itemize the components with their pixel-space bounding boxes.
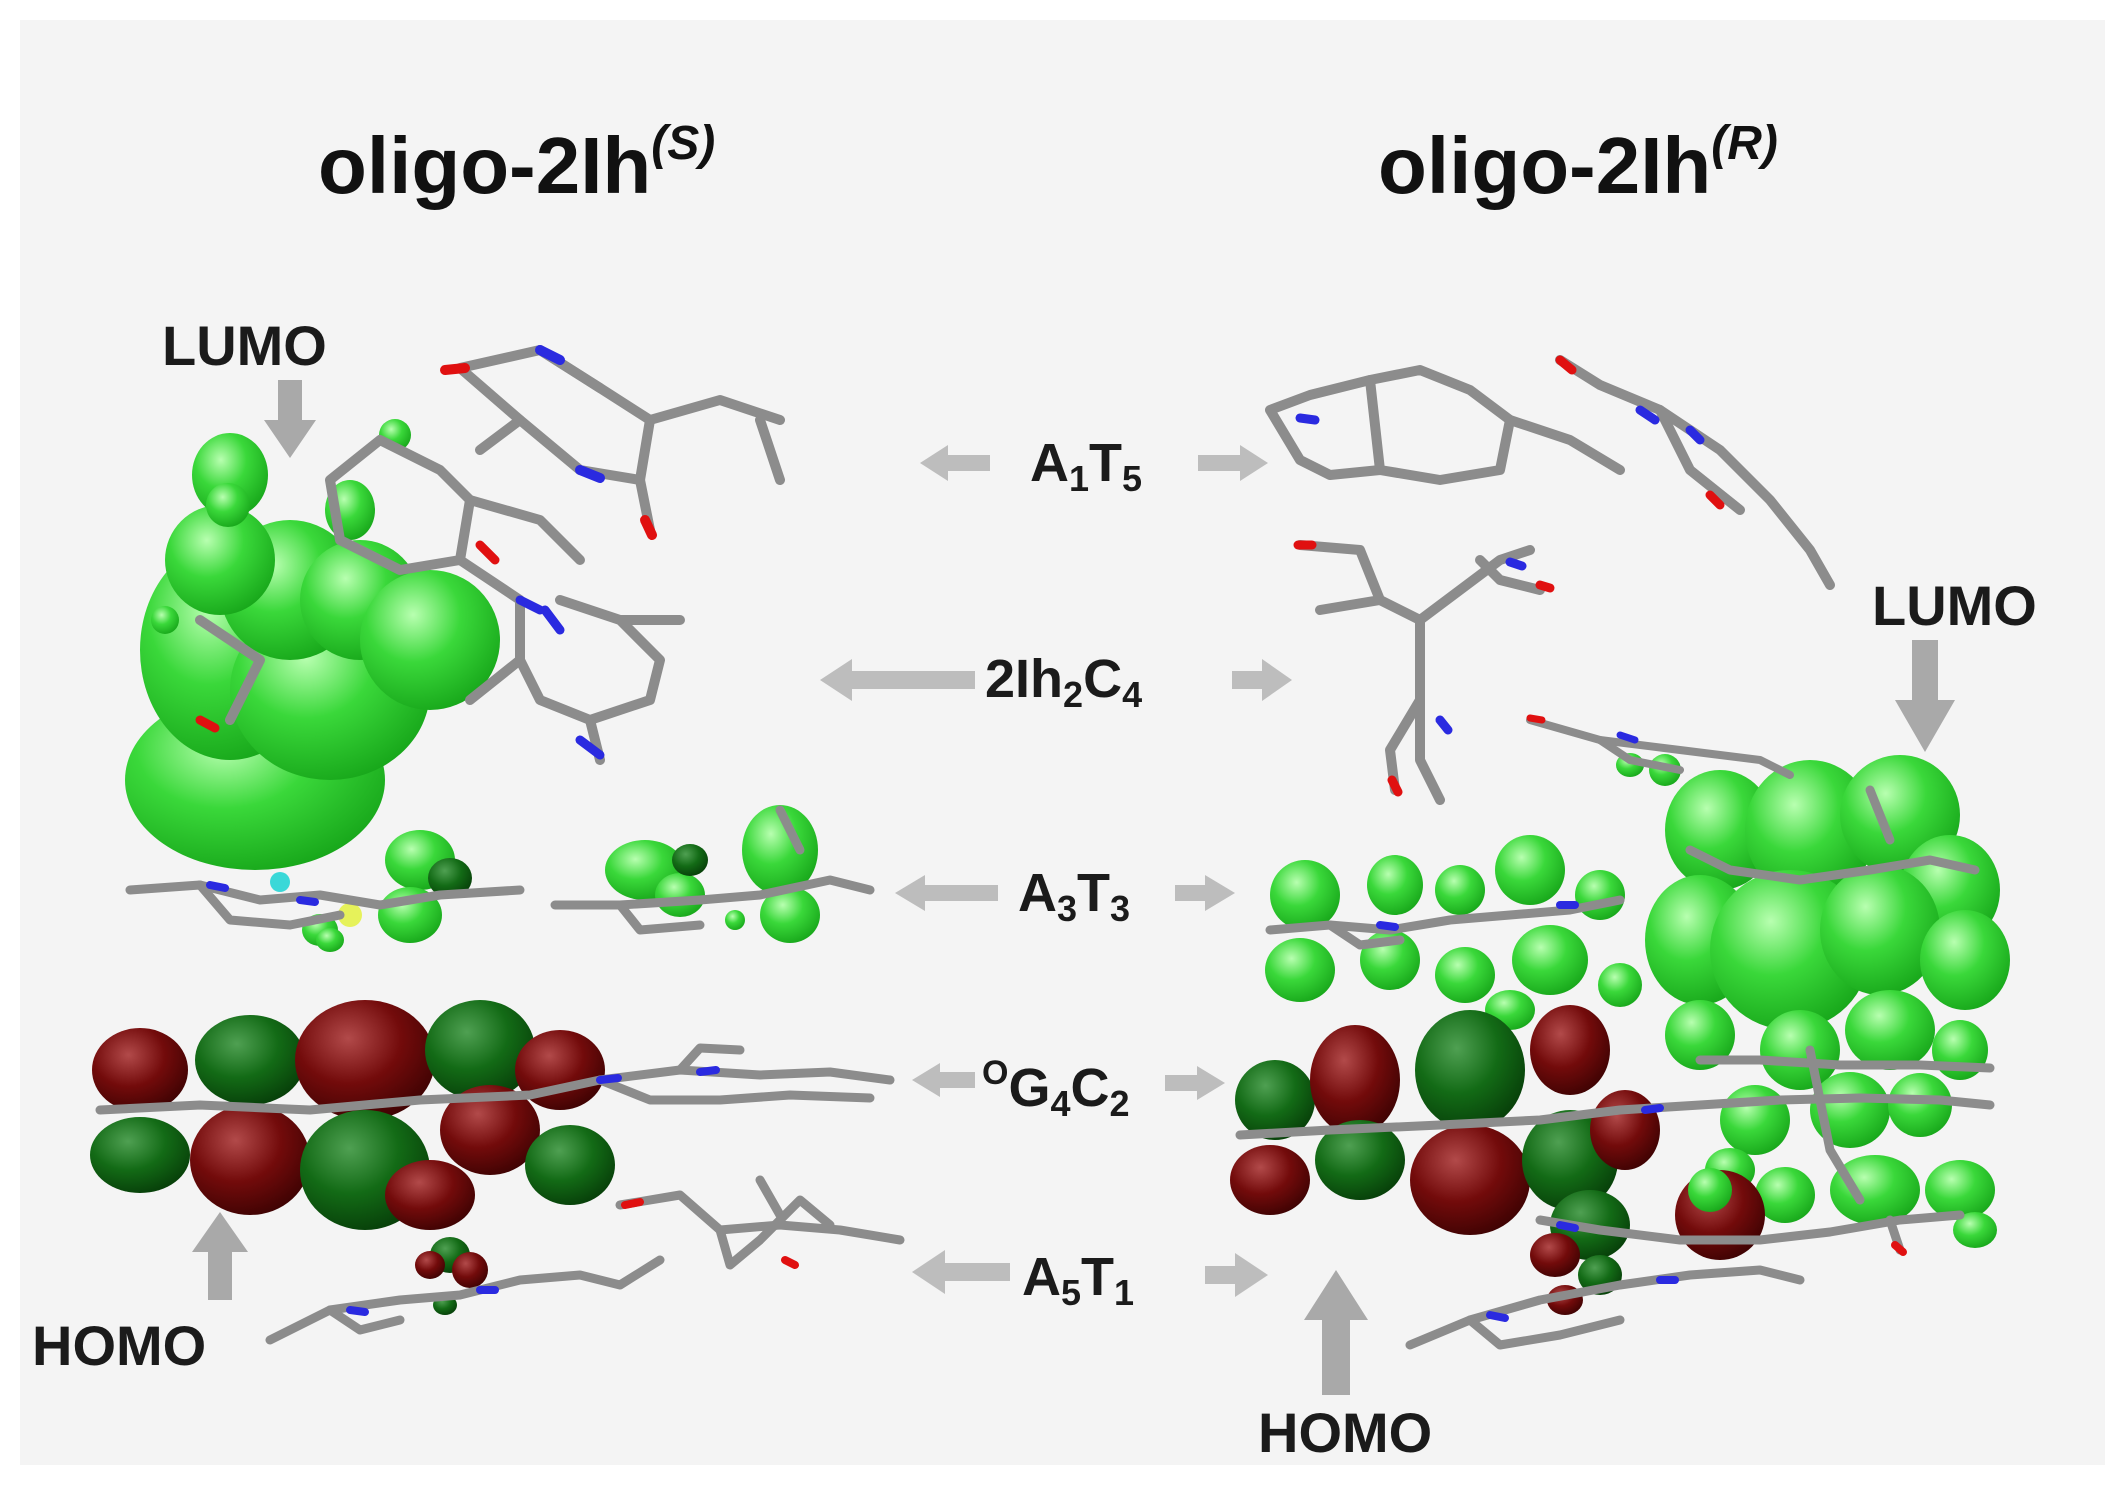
pair-4-pre: O	[982, 1054, 1009, 1092]
arrow-right-lumo	[1895, 640, 1955, 752]
arrow-left-a3t3	[895, 875, 998, 911]
arrow-left-og4c2	[912, 1063, 975, 1097]
pair-label-a3t3: A3T3	[1018, 866, 1130, 927]
pair-2-a: 2Ih	[985, 649, 1064, 709]
right-homo-lobes	[1230, 1005, 1765, 1315]
pair-1-a: A	[1030, 433, 1069, 493]
arrow-right-2ih2c4	[1232, 659, 1292, 701]
pair-arrows	[820, 445, 1292, 1297]
label-right-lumo: LUMO	[1872, 574, 2037, 637]
arrow-left-homo	[192, 1212, 248, 1300]
arrow-left-a5t1	[912, 1250, 1010, 1294]
title-left-sup: (S)	[651, 117, 716, 170]
arrow-left-a1t5	[920, 445, 990, 481]
pair-2-b: C	[1083, 649, 1123, 709]
title-left-base: oligo-2Ih	[318, 121, 652, 210]
left-lumo-lobes	[125, 419, 500, 870]
title-right-base: oligo-2Ih	[1378, 121, 1712, 210]
title-right: oligo-2Ih(R)	[1378, 120, 1778, 206]
arrow-right-homo	[1304, 1270, 1368, 1395]
pair-1-b: T	[1089, 433, 1123, 493]
orbital-arrows	[192, 380, 1955, 1395]
arrow-left-lumo	[264, 380, 316, 458]
pair-1-a-sub: 1	[1069, 458, 1090, 499]
title-left: oligo-2Ih(S)	[318, 120, 715, 206]
pair-2-b-sub: 4	[1122, 674, 1143, 715]
pair-5-a-sub: 5	[1061, 1272, 1082, 1313]
pair-4-b: C	[1070, 1058, 1110, 1118]
arrow-right-og4c2	[1165, 1066, 1225, 1100]
arrow-right-a5t1	[1205, 1253, 1268, 1297]
left-homo-lobes	[90, 1000, 615, 1315]
right-a3t3-lobes	[1265, 835, 1642, 1030]
pair-4-b-sub: 2	[1109, 1083, 1130, 1124]
label-left-homo: HOMO	[32, 1314, 207, 1377]
arrow-right-a3t3	[1175, 875, 1235, 911]
arrow-left-2ih2c4	[820, 659, 975, 701]
pair-3-a-sub: 3	[1057, 888, 1078, 929]
label-right-homo: HOMO	[1258, 1401, 1433, 1464]
pair-5-b: T	[1081, 1247, 1115, 1307]
pair-3-a: A	[1018, 863, 1057, 923]
pair-1-b-sub: 5	[1122, 458, 1143, 499]
pair-4-a-sub: 4	[1050, 1083, 1071, 1124]
arrow-right-a1t5	[1198, 445, 1268, 481]
pair-label-2ih2c4: 2Ih2C4	[985, 652, 1142, 713]
pair-4-a: G	[1008, 1058, 1051, 1118]
title-right-sup: (R)	[1711, 117, 1778, 170]
pair-2-a-sub: 2	[1063, 674, 1084, 715]
molecule-sticks	[95, 345, 1995, 1350]
label-left-lumo: LUMO	[162, 314, 327, 377]
pair-5-a: A	[1022, 1247, 1061, 1307]
pair-3-b-sub: 3	[1110, 888, 1131, 929]
pair-label-a5t1: A5T1	[1022, 1250, 1134, 1311]
right-lumo-lobes	[1616, 753, 2010, 1248]
pair-label-a1t5: A1T5	[1030, 436, 1142, 497]
pair-5-b-sub: 1	[1114, 1272, 1135, 1313]
pair-label-og4c2: OG4C2	[982, 1056, 1130, 1122]
pair-3-b: T	[1077, 863, 1111, 923]
